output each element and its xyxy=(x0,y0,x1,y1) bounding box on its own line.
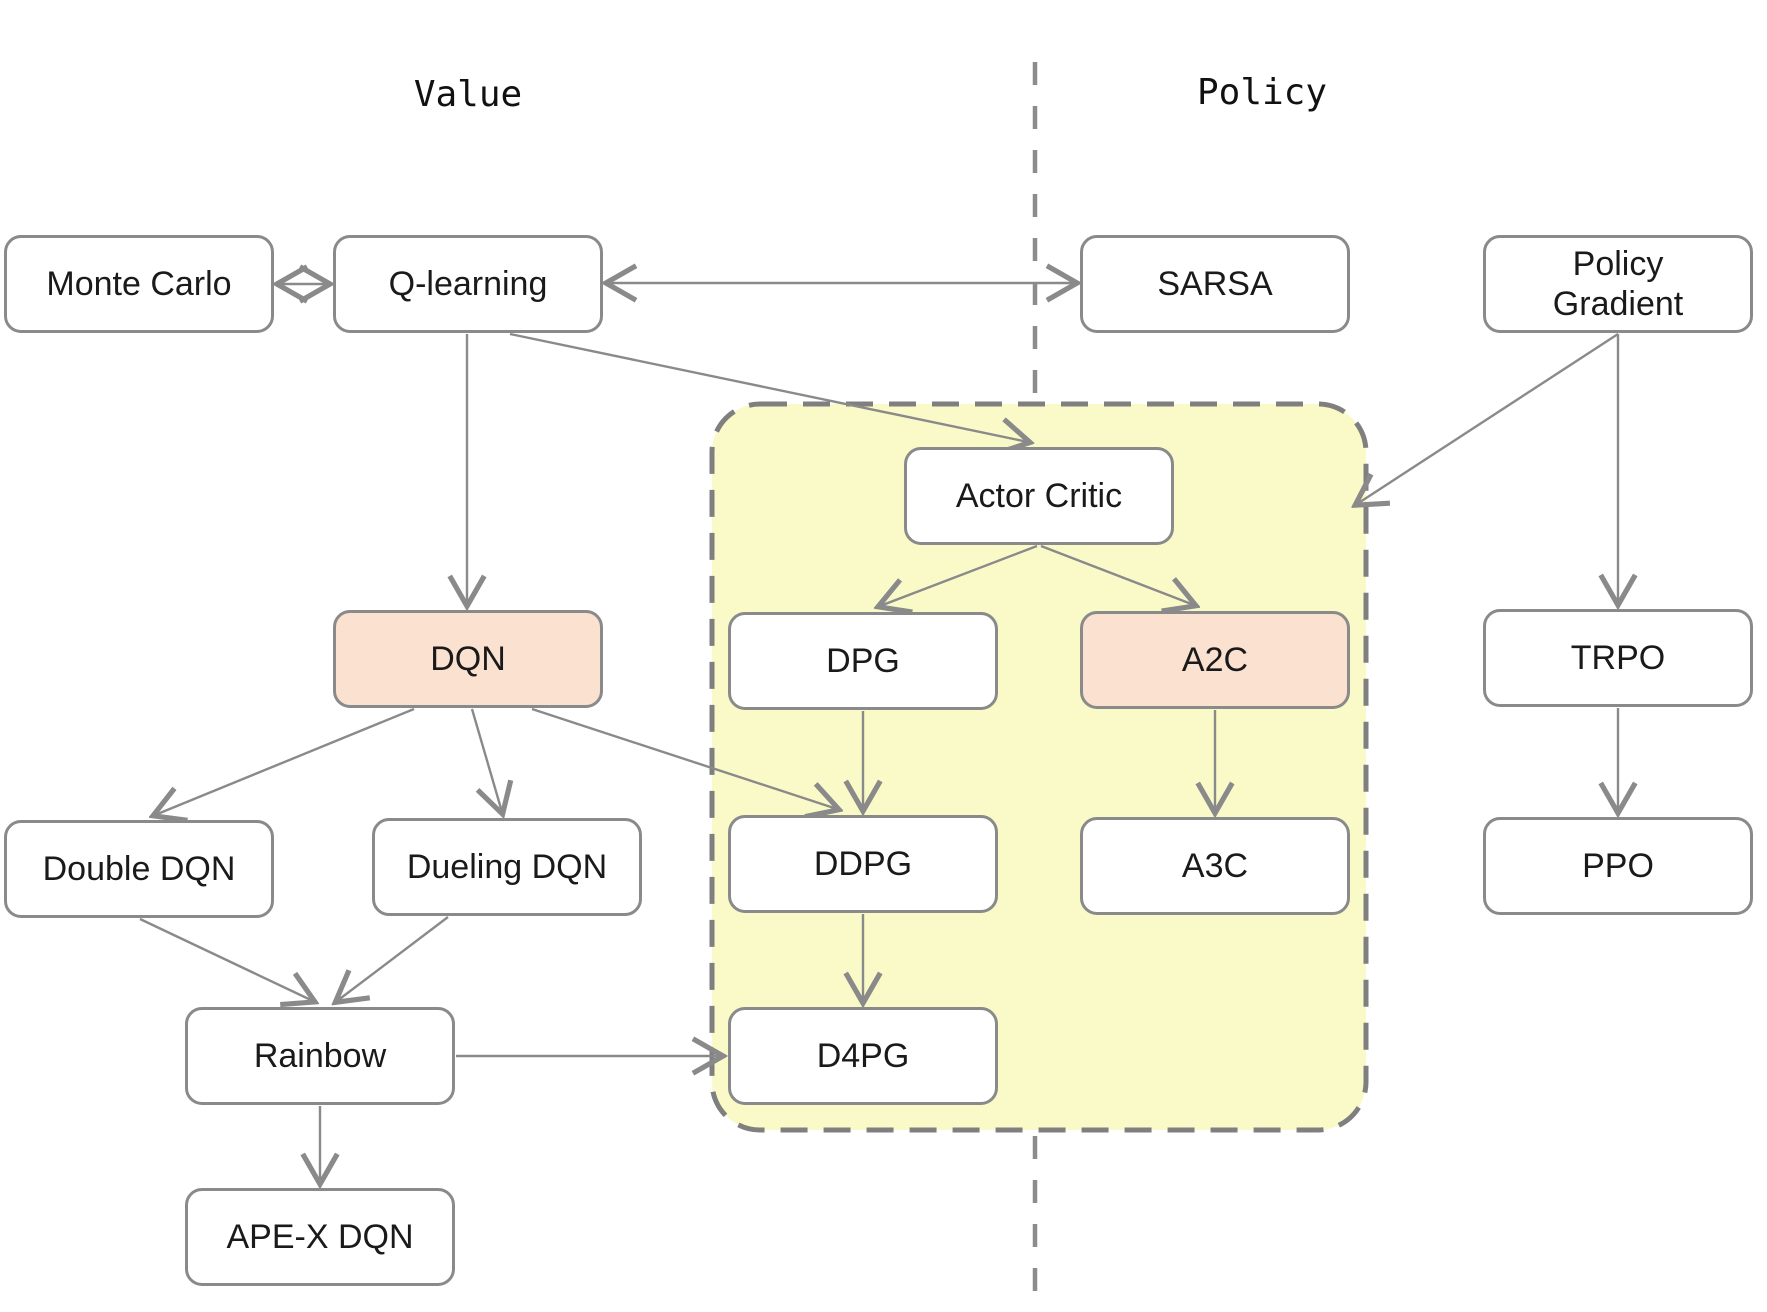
node-label: Monte Carlo xyxy=(46,264,232,303)
node-label: Q-learning xyxy=(388,264,548,303)
node-label: D4PG xyxy=(816,1036,910,1075)
edge-duelingdqn-rainbow xyxy=(337,916,449,1001)
node-a3c: A3C xyxy=(1080,817,1350,915)
node-dpg: DPG xyxy=(728,612,998,710)
edge-doubledqn-rainbow xyxy=(139,917,313,1001)
node-actor-critic: Actor Critic xyxy=(904,447,1174,545)
node-label: DQN xyxy=(430,639,506,678)
node-monte-carlo: Monte Carlo xyxy=(4,235,274,333)
node-label: DPG xyxy=(826,641,900,680)
node-label: DDPG xyxy=(813,844,913,883)
node-sarsa: SARSA xyxy=(1080,235,1350,333)
node-label: APE-X DQN xyxy=(226,1217,414,1256)
node-label: PPO xyxy=(1582,846,1654,885)
edge-dqn-doubledqn xyxy=(155,707,415,815)
node-label: SARSA xyxy=(1157,264,1273,303)
node-double-dqn: Double DQN xyxy=(4,820,274,918)
node-dqn: DQN xyxy=(333,610,603,708)
node-label: A3C xyxy=(1181,846,1249,885)
node-label: Policy Gradient xyxy=(1552,244,1684,323)
node-ddpg: DDPG xyxy=(728,815,998,913)
node-policy-gradient: Policy Gradient xyxy=(1483,235,1753,333)
node-label: Double DQN xyxy=(42,849,236,888)
edge-actorcritic-a2c xyxy=(1040,544,1194,605)
edge-policygradient-actorcritic xyxy=(1357,332,1619,504)
node-label: Rainbow xyxy=(253,1036,387,1075)
node-d4pg: D4PG xyxy=(728,1007,998,1105)
node-ppo: PPO xyxy=(1483,817,1753,915)
node-q-learning: Q-learning xyxy=(333,235,603,333)
node-label: Dueling DQN xyxy=(406,847,608,886)
edge-dqn-ddpg xyxy=(531,707,837,809)
edge-qlearning-actorcritic xyxy=(509,332,1028,442)
section-header-value: Value xyxy=(413,74,523,115)
edge-dqn-duelingdqn xyxy=(470,708,502,812)
node-a2c: A2C xyxy=(1080,611,1350,709)
node-label: A2C xyxy=(1181,640,1249,679)
edge-actorcritic-dpg xyxy=(880,544,1038,606)
node-apex-dqn: APE-X DQN xyxy=(185,1188,455,1286)
node-label: Actor Critic xyxy=(955,476,1123,515)
node-label: TRPO xyxy=(1570,638,1666,677)
node-rainbow: Rainbow xyxy=(185,1007,455,1105)
node-trpo: TRPO xyxy=(1483,609,1753,707)
node-dueling-dqn: Dueling DQN xyxy=(372,818,642,916)
section-header-policy: Policy xyxy=(1196,72,1328,113)
